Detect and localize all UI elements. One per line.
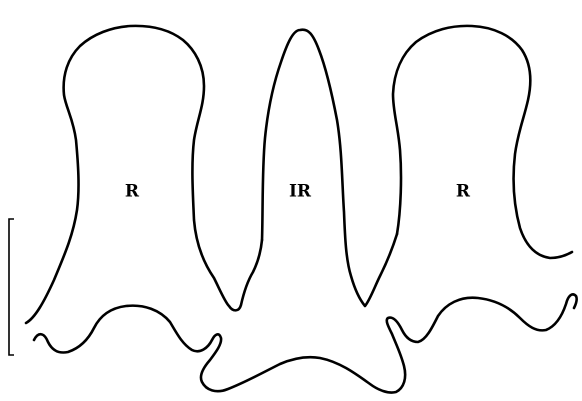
right-lobe-outline: [393, 26, 572, 258]
middle-lobe-outline: [262, 30, 397, 306]
left-region-label: R: [125, 182, 140, 202]
middle-region-label: IR: [289, 182, 312, 202]
left-basal-outline: [34, 294, 577, 392]
scale-bar: [9, 219, 14, 355]
right-region-label: R: [456, 182, 471, 202]
left-lobe-outline: [26, 26, 262, 323]
